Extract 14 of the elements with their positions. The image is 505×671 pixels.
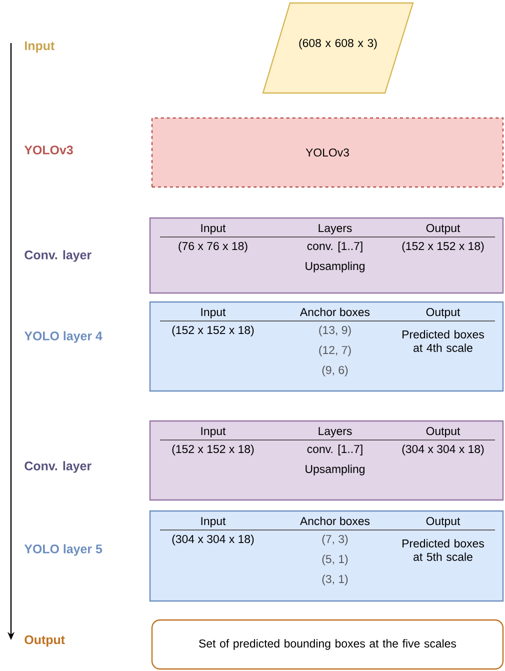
layer-table-box: Input Layers Output (76 x 76 x 18) conv. [1..7] Upsampling (152 x 152 x 18) (149, 217, 504, 294)
side-label: Conv. layer (24, 461, 92, 473)
layer-table-box: Input Anchor boxes Output (152 x 152 x 18) (13, 9) (12, 7) (9, 6) Predicted boxes at 4th scale (149, 301, 504, 392)
output-box: Set of predicted bounding boxes at the five scales (151, 619, 504, 670)
side-label: YOLOv3 (24, 146, 73, 154)
layer-table-box: Input Layers Output (152 x 152 x 18) conv. [1..7] Upsampling (304 x 304 x 18) (149, 420, 504, 501)
layer-table-box: Input Anchor boxes Output (304 x 304 x 18) (7, 3) (5, 1) (3, 1) Predicted boxes at 5th scale (149, 510, 504, 602)
model-box: YOLOv3 (151, 117, 504, 188)
side-label: YOLO layer 4 (24, 331, 102, 343)
side-label: YOLO layer 5 (24, 544, 102, 556)
input-parallelogram: (608 x 608 x 3) (262, 2, 414, 94)
side-label: Conv. layer (24, 250, 92, 262)
side-label: Output (24, 635, 65, 647)
side-label: Input (25, 41, 54, 53)
